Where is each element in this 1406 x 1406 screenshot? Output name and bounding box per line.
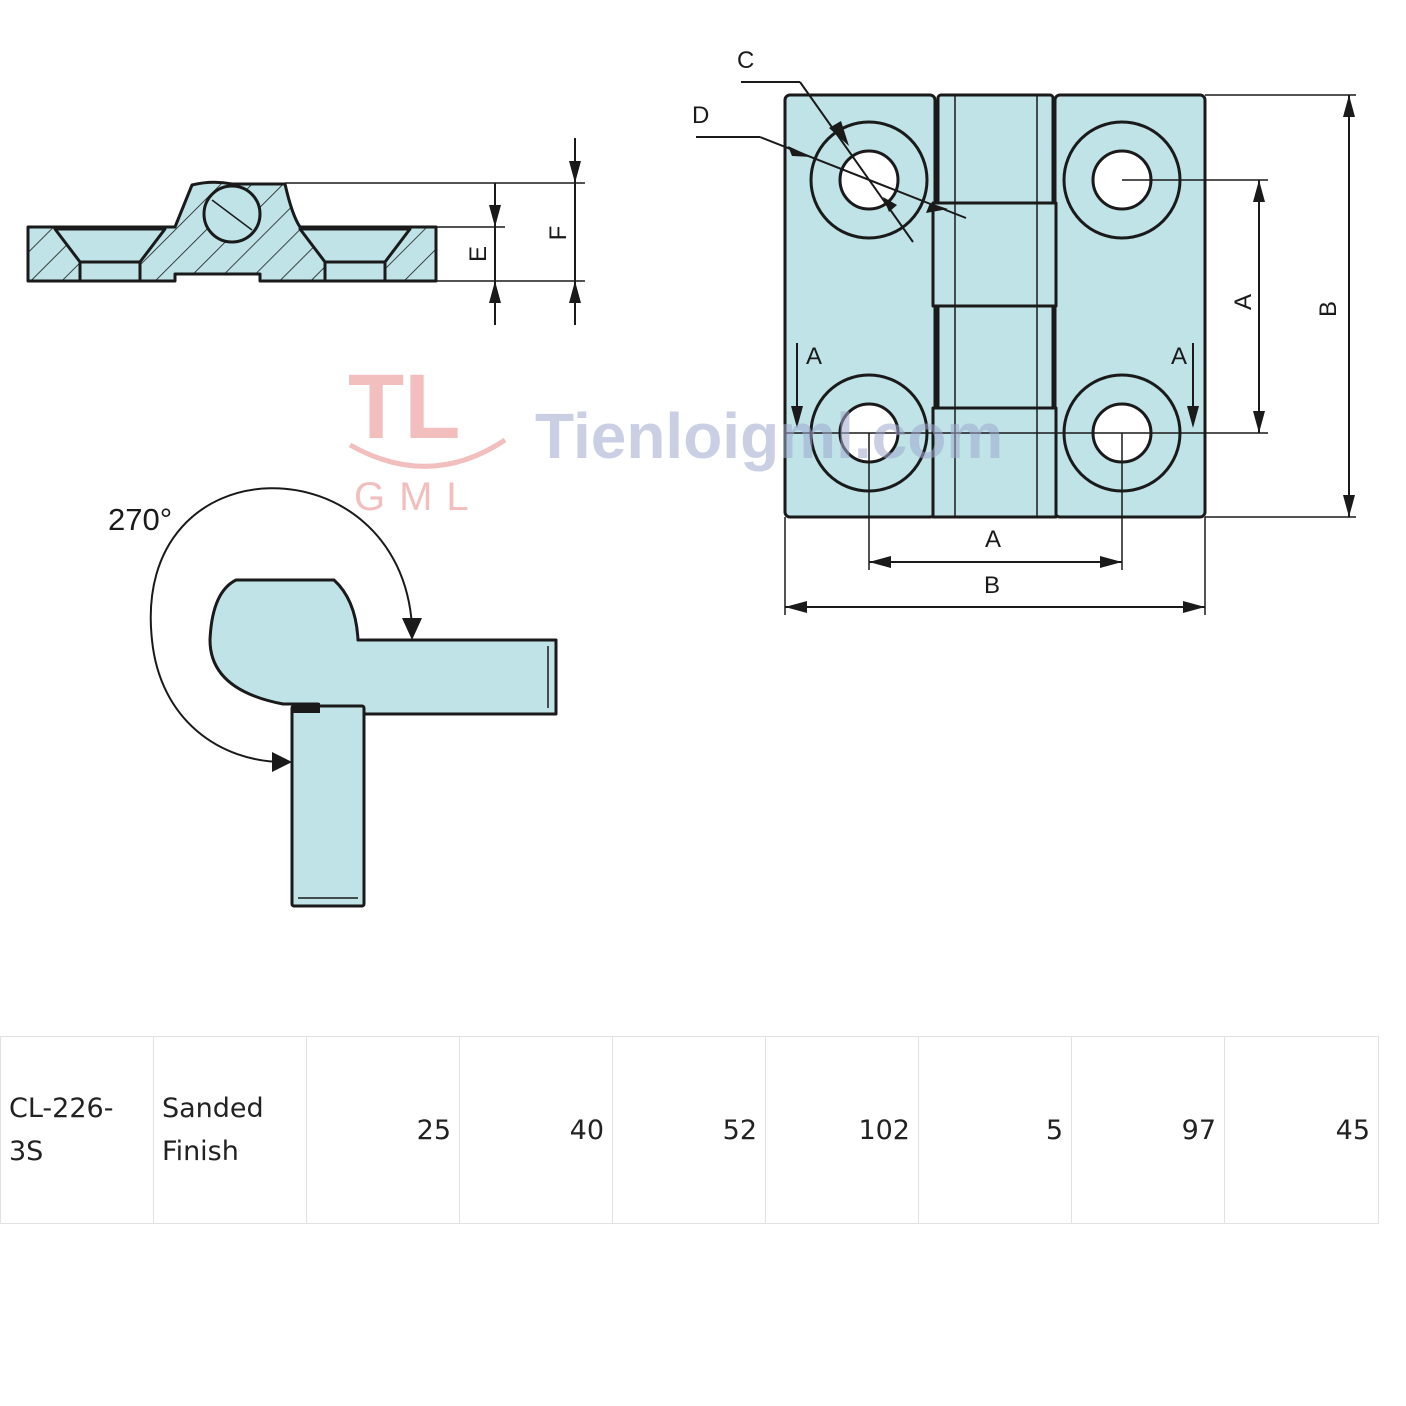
watermark: TL GML Tienloigml.com	[348, 356, 1003, 519]
value-cell: 52	[612, 1036, 766, 1224]
value-cell: 102	[765, 1036, 919, 1224]
value-cell: 25	[306, 1036, 460, 1224]
value-cell: 5	[918, 1036, 1072, 1224]
rotation-view: 270°	[108, 487, 558, 908]
table-row: CL-226-3S Sanded Finish 25 40 52 102 5 9…	[0, 1036, 1379, 1224]
hinge-technical-drawing: E F C D	[26, 47, 1356, 908]
rotation-angle-label: 270°	[108, 502, 172, 537]
value-cell: 97	[1071, 1036, 1225, 1224]
section-view: E F	[26, 138, 585, 325]
dimension-label-a-horizontal: A	[985, 526, 1001, 553]
watermark-logo-sub: GML	[354, 475, 483, 519]
section-mark-left: A	[806, 343, 822, 370]
dimension-label-b-vertical: B	[1315, 301, 1342, 317]
value-cell: 40	[459, 1036, 613, 1224]
watermark-site: Tienloigml.com	[535, 400, 1003, 472]
dimension-label-c: C	[737, 47, 754, 74]
section-mark-right: A	[1171, 343, 1187, 370]
product-code-cell: CL-226-3S	[0, 1036, 154, 1224]
watermark-logo: TL	[348, 356, 460, 458]
finish-cell: Sanded Finish	[153, 1036, 307, 1224]
dimension-label-b-horizontal: B	[984, 572, 1000, 599]
dimension-label-d: D	[692, 102, 709, 129]
top-view: C D A B A B A A	[692, 47, 1356, 615]
dimension-label-f: F	[545, 226, 572, 241]
spec-table: CL-226-3S Sanded Finish 25 40 52 102 5 9…	[0, 1036, 1379, 1224]
value-cell: 45	[1224, 1036, 1379, 1224]
dimension-label-a-vertical: A	[1230, 294, 1257, 310]
dimension-label-e: E	[465, 246, 492, 262]
